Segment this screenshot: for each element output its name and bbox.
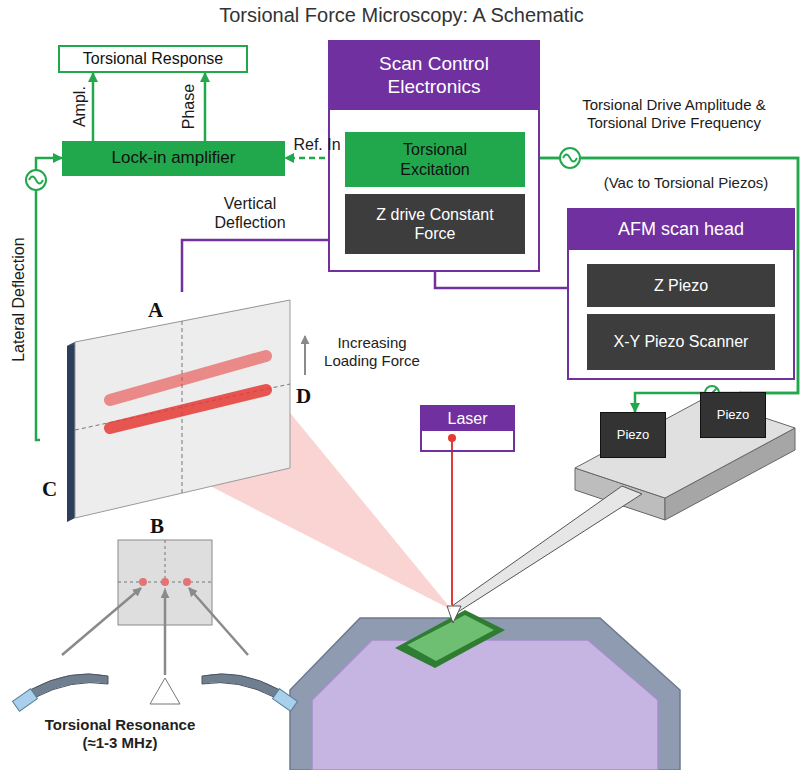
laser-box: Laser (420, 405, 515, 452)
signal-label: Vertical Deflection (198, 194, 302, 232)
resonance-inset (13, 540, 298, 711)
deflection-arrow (189, 588, 248, 655)
corner-letter: D (296, 384, 311, 409)
ac-source (26, 170, 46, 190)
detector-edge (67, 342, 75, 522)
laser-beam (451, 440, 453, 605)
signal-wire (92, 73, 95, 141)
signal-note: (Vac to Torsional Piezos) (575, 174, 797, 192)
laser-spot (139, 578, 147, 586)
ac-wave (29, 177, 43, 184)
crosshair (75, 384, 290, 430)
box-label: Z Piezo (654, 276, 708, 295)
zdrive-box: Z drive Constant Force (345, 194, 525, 254)
signal-wire (525, 158, 798, 393)
signal-label: Ampl. (70, 77, 89, 137)
box-label: Torsional Excitation (385, 140, 485, 178)
sample-surface (407, 615, 494, 661)
force-arrow (304, 336, 306, 375)
deflection-arrow (62, 588, 141, 655)
corner-letter: A (148, 298, 163, 323)
panel-heading: Laser (422, 407, 513, 431)
box-label: X-Y Piezo Scanner (614, 332, 749, 351)
ac-source-circle (560, 148, 580, 168)
lockin-box: Lock-in amplifier (62, 141, 285, 176)
piezo-box: Z Piezo (587, 264, 775, 307)
piezo-block: Piezo (700, 392, 766, 438)
stage-top (312, 640, 658, 770)
signal-label: Ref. In (288, 135, 346, 154)
excitation-box: Torsional Excitation (345, 132, 525, 187)
corner-letter: C (42, 477, 57, 502)
tip-section (150, 678, 180, 704)
inset-caption: Torsional Resonance (≈1-3 MHz) (30, 716, 210, 752)
photodetector-node: A B C D (40, 292, 320, 542)
ac-source-circle (26, 170, 46, 190)
cantilever-beam (452, 486, 642, 612)
piezo-block: Piezo (600, 412, 666, 458)
box-label: Torsional Response (83, 49, 224, 68)
detector-face (75, 300, 290, 518)
panel-heading: AFM scan head (569, 210, 793, 250)
corner-letter: B (150, 514, 164, 539)
deflection-arrow (164, 590, 167, 675)
laser-spot (183, 578, 191, 586)
signal-wire (525, 158, 798, 412)
cantilever-end (273, 689, 298, 711)
laser-trace (110, 390, 266, 428)
box-label: Piezo (717, 407, 750, 423)
cantilever-end (13, 689, 38, 711)
signal-label: Lateral Deflection (9, 220, 28, 380)
diagram-title: Torsional Force Microscopy: A Schematic (150, 3, 653, 27)
laser-spot (161, 578, 169, 586)
sample-stage (290, 610, 680, 770)
cantilever-tip (447, 606, 461, 623)
signal-wire (36, 158, 62, 440)
box-label: Piezo (617, 427, 650, 443)
scanhead-panel: Z PiezoX-Y Piezo Scanner AFM scan head (567, 208, 795, 380)
electronics-panel: Torsional Excitation Z drive Constant For… (328, 40, 540, 272)
scanner-box: X-Y Piezo Scanner (587, 314, 775, 370)
output-box: Torsional Response (58, 45, 248, 73)
axis-note: Increasing Loading Force (316, 334, 428, 370)
box-label: Z drive Constant Force (370, 205, 500, 243)
photodetector (67, 300, 290, 522)
panel-heading: Scan Control Electronics (330, 42, 538, 110)
box-label: Lock-in amplifier (112, 148, 236, 168)
laser-spot (448, 434, 456, 442)
ac-wave (563, 155, 577, 162)
signal-wire (182, 240, 345, 292)
sample-chip (395, 610, 505, 668)
signal-label: Torsional Drive Amplitude & Torsional Dr… (552, 96, 796, 132)
ac-source (560, 148, 580, 168)
signal-label: Phase (179, 77, 198, 137)
signal-wire (204, 73, 207, 141)
